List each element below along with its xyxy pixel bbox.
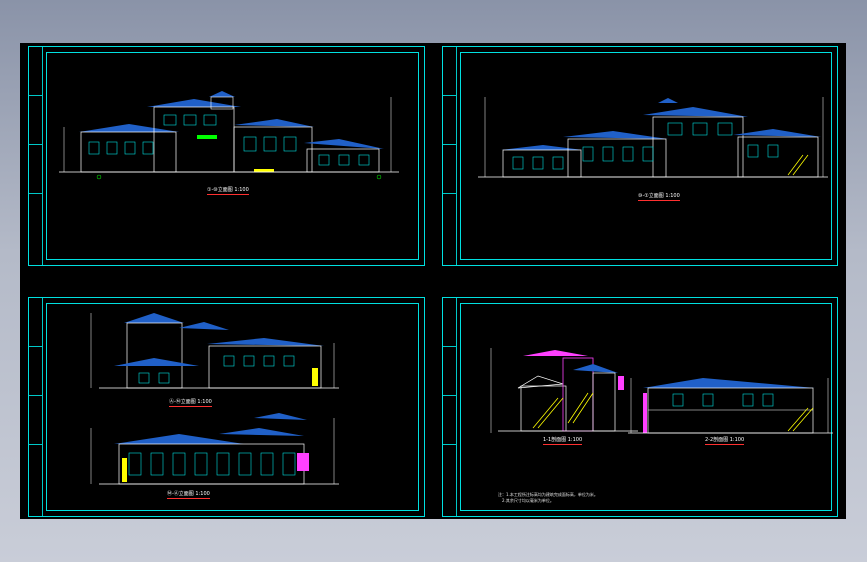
drawing-note-line-1: 注：1.本工程所注标高均为建筑完成面标高，单位为米。 bbox=[498, 492, 598, 497]
drawing-note-line-2: 2.其余尺寸均以毫米为单位。 bbox=[502, 498, 554, 503]
title-block bbox=[29, 298, 43, 516]
title-block bbox=[443, 298, 457, 516]
drawing-sheet-4[interactable]: 1-1剖面图 1:100 2-2剖面图 1:100 注：1.本工程所注标高均为建… bbox=[442, 297, 838, 517]
elevation-caption-2: ⑩-①立面图 1:100 bbox=[638, 193, 680, 201]
section-caption-1-1: 1-1剖面图 1:100 bbox=[543, 437, 583, 445]
elevation-drawing-3 bbox=[90, 313, 339, 485]
drawing-sheet-3[interactable]: Ⓐ-Ⓜ立面图 1:100 Ⓜ-Ⓐ立面图 1:100 bbox=[28, 297, 425, 517]
section-caption-2-2: 2-2剖面图 1:100 bbox=[705, 437, 745, 445]
drawing-sheet-1[interactable]: ①-⑩立面图 1:100 bbox=[28, 46, 425, 266]
drawing-sheet-2[interactable]: ⑩-①立面图 1:100 bbox=[442, 46, 838, 266]
sheet-inner-frame bbox=[460, 52, 832, 260]
elevation-caption-1: ①-⑩立面图 1:100 bbox=[207, 187, 249, 195]
elevation-caption-3a: Ⓐ-Ⓜ立面图 1:100 bbox=[169, 399, 212, 407]
title-block bbox=[443, 47, 457, 265]
sheet-inner-frame bbox=[460, 303, 832, 511]
sheet-inner-frame bbox=[46, 52, 419, 260]
section-drawing-4 bbox=[490, 348, 833, 434]
elevation-drawing-1 bbox=[59, 91, 399, 180]
drawing-canvas[interactable]: ①-⑩立面图 1:100 ⑩-①立面图 bbox=[20, 43, 846, 519]
title-block bbox=[29, 47, 43, 265]
elevation-drawing-2 bbox=[478, 97, 828, 178]
elevation-caption-3b: Ⓜ-Ⓐ立面图 1:100 bbox=[167, 491, 210, 499]
sheet-inner-frame bbox=[46, 303, 419, 511]
